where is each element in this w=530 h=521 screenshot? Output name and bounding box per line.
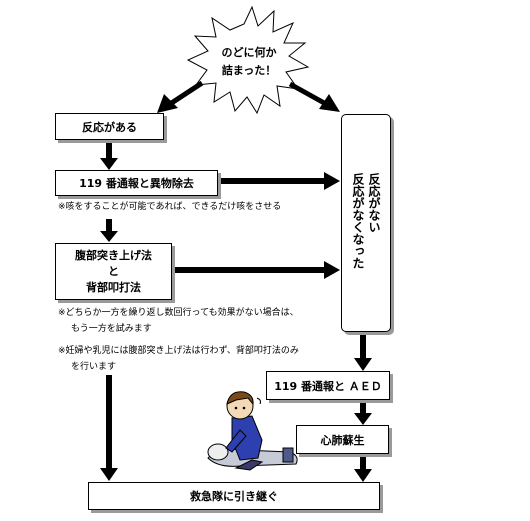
unresponsive-label: 反応がない 反応がなくなった <box>350 173 382 269</box>
alternate-method-note-line2: もう一方を試みます <box>71 324 152 334</box>
pregnant-infant-note-line2: を行います <box>71 362 117 372</box>
arrow-responsive-to-call <box>100 142 118 170</box>
arrow-cpr-to-handover <box>354 455 372 482</box>
pregnant-infant-note-line1: ※妊婦や乳児には腹部突き上げ法は行わず、背部叩打法のみ <box>58 346 299 356</box>
start-burst-line1: のどに何か <box>221 46 277 59</box>
thrust-box: 腹部突き上げ法 と 背部叩打法 <box>55 243 172 300</box>
arrow-call-to-unresponsive <box>218 172 340 190</box>
call-and-remove-label: 119 番通報と異物除去 <box>79 177 194 190</box>
arrow-thrust-to-unresponsive <box>172 261 340 279</box>
cpr-label: 心肺蘇生 <box>320 433 365 447</box>
call-and-remove-box: 119 番通報と異物除去 <box>55 170 218 196</box>
call-and-aed-label: 119 番通報と ＡＥＤ <box>274 379 382 393</box>
responsive-box: 反応がある <box>55 113 164 140</box>
thrust-label-line1: 腹部突き上げ法 <box>75 248 152 262</box>
start-burst-line2: 詰まった！ <box>221 64 277 77</box>
handover-box: 救急隊に引き継ぐ <box>88 482 380 510</box>
arrow-call-to-thrust <box>100 219 118 242</box>
alternate-method-note-line1: ※どちらか一方を繰り返し数回行っても効果がない場合は、 <box>58 308 299 318</box>
arrow-unresponsive-to-aed <box>354 333 372 371</box>
responsive-label: 反応がある <box>82 120 137 134</box>
thrust-label-line2: と <box>108 264 119 278</box>
cpr-box: 心肺蘇生 <box>296 425 389 454</box>
arrow-aed-to-cpr <box>354 401 372 425</box>
arrow-thrust-to-handover <box>100 375 118 481</box>
handover-label: 救急隊に引き継ぐ <box>190 490 278 503</box>
unresponsive-box: 反応がない 反応がなくなった <box>341 114 391 332</box>
pregnant-infant-note: ※妊婦や乳児には腹部突き上げ法は行わず、背部叩打法のみ を行います <box>58 343 299 375</box>
arrow-burst-to-responsive <box>157 80 204 113</box>
cpr-illustration <box>207 391 298 471</box>
arrow-burst-to-unresponsive <box>288 81 340 112</box>
start-burst <box>186 5 310 115</box>
cough-note: ※咳をすることが可能であれば、できるだけ咳をさせる <box>58 202 282 212</box>
unresponsive-label-col1: 反応がない <box>367 173 381 233</box>
call-and-aed-box: 119 番通報と ＡＥＤ <box>266 371 390 400</box>
thrust-label-line3: 背部叩打法 <box>86 280 141 294</box>
start-burst-label: のどに何か 詰まった！ <box>214 44 284 80</box>
alternate-method-note: ※どちらか一方を繰り返し数回行っても効果がない場合は、 もう一方を試みます <box>58 305 299 337</box>
unresponsive-label-col2: 反応がなくなった <box>351 173 365 269</box>
